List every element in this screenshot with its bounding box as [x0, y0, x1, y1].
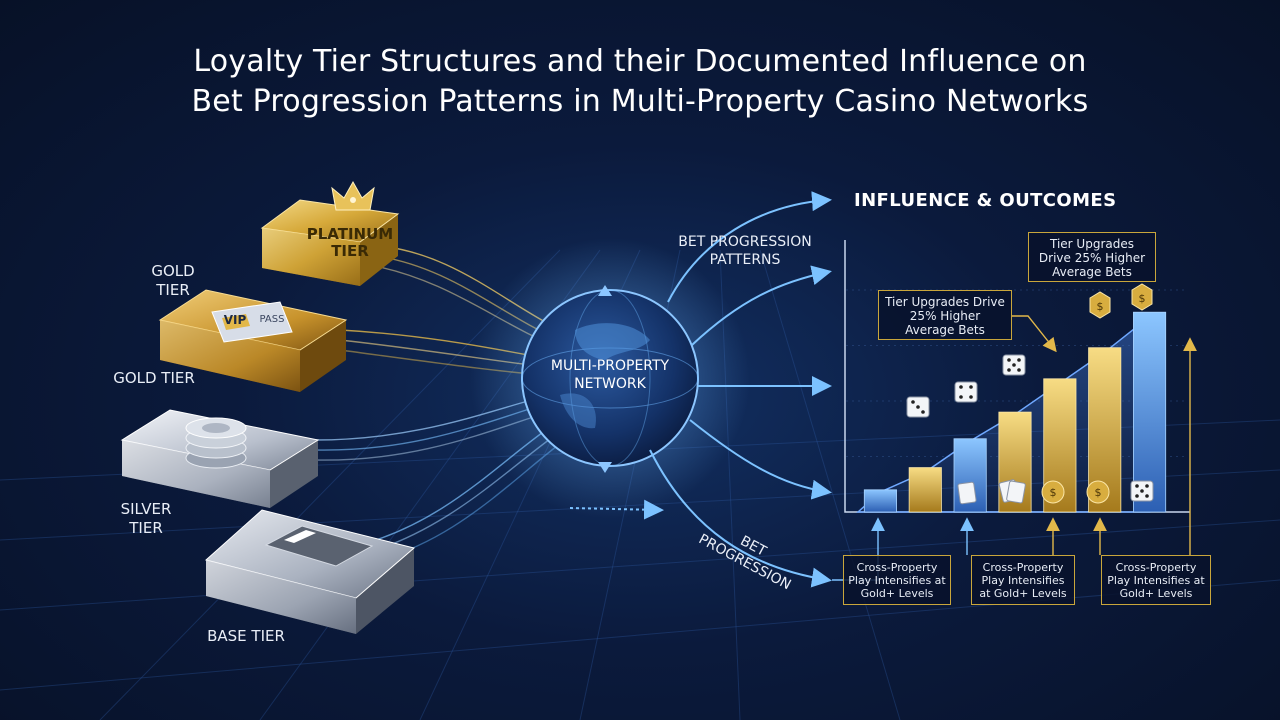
chart-decorations: $ $ $ $ — [906, 283, 1154, 505]
note-cross-property-2: Cross-Property Play Intensifies at Gold+… — [971, 555, 1075, 605]
silver-tier-label: SILVER TIER — [120, 500, 172, 537]
dollar-coin-icon: $ — [1089, 291, 1111, 319]
title-line-1: Loyalty Tier Structures and their Docume… — [193, 44, 1087, 79]
dice-icon — [906, 396, 930, 418]
dollar-coin-icon: $ — [1041, 480, 1065, 504]
note-cross-property-3: Cross-Property Play Intensifies at Gold+… — [1101, 555, 1211, 605]
svg-text:$: $ — [1097, 300, 1104, 313]
base-tier-label: BASE TIER — [207, 627, 285, 645]
dice-icon — [1130, 480, 1154, 502]
dice-icon — [1002, 354, 1026, 376]
gold-tier-upper-label: GOLD TIER — [151, 262, 195, 299]
callout-tier-upgrades-top: Tier Upgrades Drive 25% Higher Average B… — [1028, 232, 1156, 282]
gold-tier-label: GOLD TIER — [113, 369, 195, 387]
silver-tier-tile[interactable] — [120, 409, 320, 508]
globe-bottom-marker-icon — [598, 462, 612, 473]
svg-text:$: $ — [1095, 486, 1102, 499]
dollar-coin-icon: $ — [1086, 480, 1110, 504]
card-pass-text: PASS — [259, 314, 285, 325]
globe-landmass — [575, 323, 650, 360]
globe-landmass — [560, 393, 596, 429]
page-title: Loyalty Tier Structures and their Docume… — [0, 42, 1280, 122]
network-hub-label: MULTI-PROPERTY NETWORK — [550, 358, 670, 392]
globe-top-marker-icon — [598, 285, 612, 296]
panel-heading: INFLUENCE & OUTCOMES — [854, 190, 1117, 211]
platinum-tier-tile[interactable] — [260, 180, 400, 286]
callout-tier-upgrades-mid: Tier Upgrades Drive 25% Higher Average B… — [878, 290, 1012, 340]
playing-cards-icon — [957, 479, 1026, 505]
vip-card-icon — [211, 301, 293, 343]
svg-text:$: $ — [1050, 486, 1057, 499]
member-card-icon — [264, 525, 374, 567]
multi-property-network-globe[interactable] — [470, 238, 750, 518]
note-cross-property-1: Cross-Property Play Intensifies at Gold+… — [843, 555, 951, 605]
chart-bar-2 — [908, 467, 942, 513]
dollar-coin-icon: $ — [1131, 283, 1153, 311]
bet-patterns-label: BET PROGRESSION PATTERNS — [678, 234, 812, 268]
base-tier-tile[interactable] — [204, 509, 416, 634]
svg-text:$: $ — [1139, 292, 1146, 305]
chip-stack-icon — [185, 417, 247, 469]
platinum-tier-label: PLATINUM TIER — [306, 225, 394, 260]
title-line-2: Bet Progression Patterns in Multi-Proper… — [191, 84, 1089, 119]
card-vip-text: VIP — [223, 313, 247, 327]
outcome-arrows — [569, 191, 832, 588]
gold-tier-tile[interactable] — [158, 289, 348, 392]
chart-bar-7 — [1133, 311, 1167, 513]
crown-icon — [331, 180, 375, 211]
callout-connectors — [832, 315, 1197, 581]
chart-bar-1 — [863, 489, 897, 513]
dice-icon — [954, 381, 978, 403]
